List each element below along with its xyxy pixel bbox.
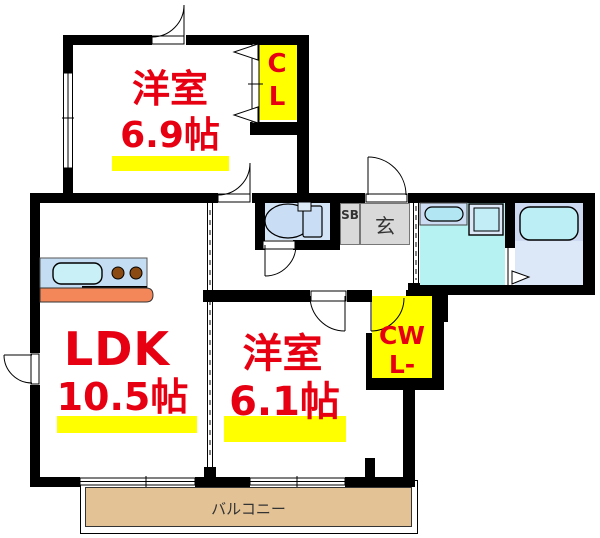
wall-segment <box>195 477 250 487</box>
wall-segment <box>505 203 515 248</box>
door-bedroom-top-exterior <box>151 4 185 45</box>
balcony-label: バルコニー <box>211 500 286 518</box>
wall-segment <box>583 203 595 285</box>
bedroom-bottom-size: 6.1帖 <box>229 379 340 425</box>
wall-segment <box>255 240 263 250</box>
door-front-entrance <box>365 156 408 203</box>
balcony-area <box>85 487 412 527</box>
wall-segment <box>63 35 152 45</box>
bedroom-top-name: 洋室 <box>131 67 208 111</box>
bathroom-floor <box>515 241 583 285</box>
wall-segment <box>203 290 310 302</box>
wall-segment <box>432 322 444 390</box>
size-highlight <box>224 416 346 442</box>
sliding-door-entrance-washroom <box>413 203 419 283</box>
window-bedroom-top-left <box>62 72 74 169</box>
wall-segment <box>365 458 375 478</box>
wall-segment <box>186 35 309 45</box>
shoe-box-area <box>340 203 360 245</box>
wall-segment <box>255 203 265 250</box>
bedroom-top-size: 6.9帖 <box>120 115 220 156</box>
wall-segment <box>415 285 595 295</box>
wall-segment <box>408 283 422 295</box>
wall-segment <box>366 378 444 390</box>
wall-segment <box>345 477 415 487</box>
wall-segment <box>30 203 40 353</box>
wall-segment <box>330 203 340 250</box>
door-ldk-exterior <box>3 353 40 385</box>
size-highlight <box>112 156 229 171</box>
kitchen-counter-icon <box>39 257 154 303</box>
wall-segment <box>30 477 80 487</box>
wall-segment <box>403 390 415 487</box>
sliding-door-ldk-partition <box>207 203 213 467</box>
wall-segment <box>30 193 218 203</box>
wall-segment <box>250 122 309 135</box>
ldk-size: 10.5帖 <box>56 375 189 419</box>
closet-cwl-label: CWL- <box>379 321 425 379</box>
wall-segment <box>408 193 595 203</box>
size-highlight <box>57 416 197 433</box>
wall-segment <box>204 467 216 477</box>
entrance-label: 玄 <box>375 214 395 238</box>
bedroom-bottom-name: 洋室 <box>242 331 323 377</box>
door-toilet <box>262 240 297 277</box>
washroom-floor <box>420 203 505 285</box>
wall-segment <box>63 45 73 73</box>
closet-cl-area <box>258 45 297 120</box>
door-bedroom-bottom <box>309 290 347 332</box>
toilet-floor <box>265 203 330 240</box>
ldk-name: LDK <box>63 322 171 376</box>
wall-segment <box>252 193 365 203</box>
wall-segment <box>347 290 372 302</box>
entrance-area <box>360 203 410 245</box>
wall-segment <box>366 333 373 378</box>
wall-segment <box>293 240 340 250</box>
wall-segment <box>30 385 40 487</box>
wall-segment <box>297 45 309 193</box>
closet-cl-label: CL <box>267 49 287 112</box>
balcony-outline <box>80 480 418 534</box>
shoe-box-label: SB <box>341 208 359 222</box>
bathtub-area-floor <box>515 203 583 241</box>
wall-segment <box>63 168 73 203</box>
